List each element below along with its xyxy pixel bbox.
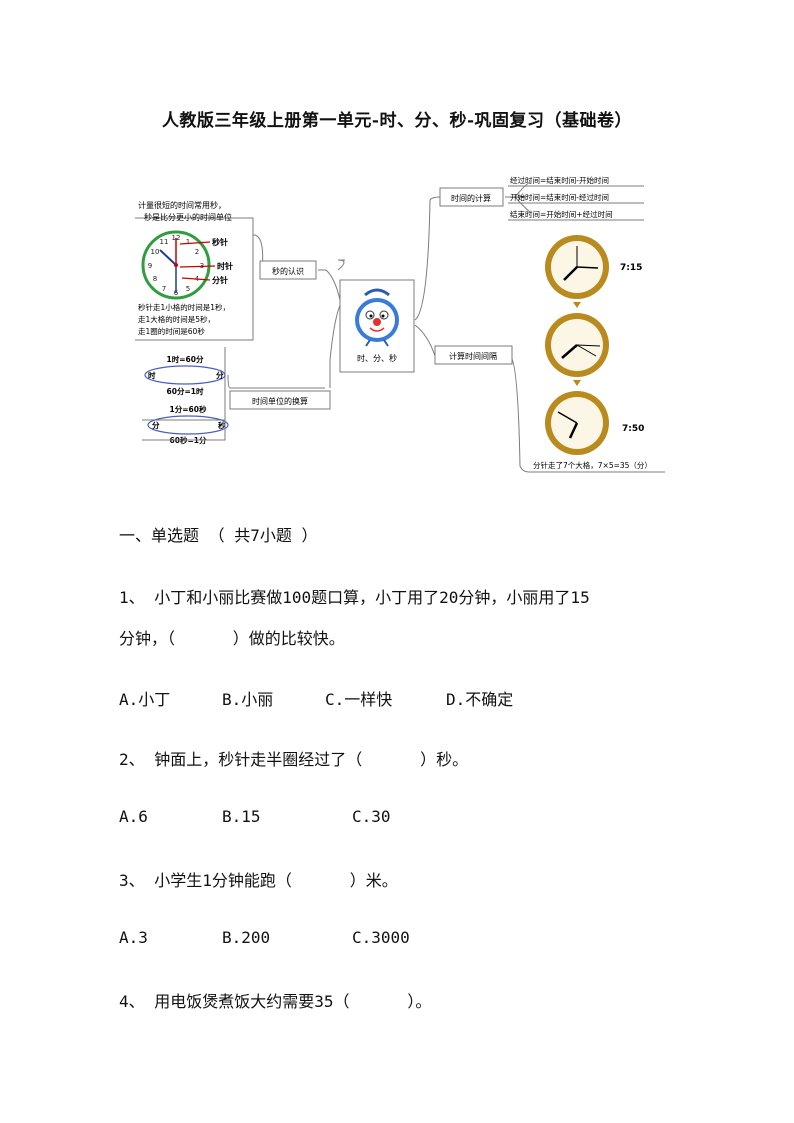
svg-text:10: 10 [151, 248, 160, 256]
question-1-line-2: 分钟，（ ）做的比较快。 [119, 629, 345, 648]
q3-option-c[interactable]: C.3000 [352, 928, 410, 947]
time-start: 7:15 [620, 263, 642, 273]
svg-text:2: 2 [195, 248, 199, 256]
second-note-bottom-2: 走1大格的时间是5秒， [138, 314, 215, 324]
svg-text:7: 7 [162, 285, 166, 293]
calc-branch-label: 时间的计算 [451, 193, 491, 203]
clock-middle-icon [545, 313, 609, 386]
svg-text:5: 5 [186, 285, 190, 293]
minute-second-top: 1分=60秒 [170, 404, 207, 414]
second-unit: 秒 [218, 420, 226, 430]
conversion-branch-label: 时间单位的换算 [252, 396, 308, 406]
hour-hand-label: 时针 [217, 261, 233, 271]
svg-text:1: 1 [186, 238, 190, 246]
conversion-branch: 1时=60分 时 分 60分=1时 1分=60秒 分 秒 60秒=1分 时间单位… [142, 347, 331, 445]
q2-option-c[interactable]: C.30 [352, 807, 391, 826]
question-3: 3、 小学生1分钟能跑（ ）米。 [119, 871, 398, 890]
q1-option-b[interactable]: B.小丽 [222, 690, 274, 709]
section-heading: 一、单选题 （ 共7小题 ） [119, 526, 318, 545]
q2-option-a[interactable]: A.6 [119, 807, 148, 826]
second-note-top-2: 秒是比分更小的时间单位 [144, 212, 232, 222]
second-note-bottom-1: 秒针走1小格的时间是1秒， [138, 302, 230, 312]
clock-end-icon [545, 391, 609, 455]
second-note-bottom-3: 走1圈的时间是60秒 [138, 326, 205, 336]
second-hand-label: 秒针 [212, 237, 228, 247]
formula-start: 开始时间=结束时间-经过时间 [510, 192, 609, 202]
q3-option-a[interactable]: A.3 [119, 928, 148, 947]
time-end: 7:50 [622, 424, 644, 434]
calc-branch: 时间的计算 经过时间=结束时间-开始时间 开始时间=结束时间-经过时间 结束时间… [439, 175, 644, 221]
hour-minute-top: 1时=60分 [167, 354, 204, 364]
center-label: 时、分、秒 [357, 353, 397, 363]
clock-start-icon [545, 235, 609, 308]
minute-unit: 分 [216, 370, 224, 380]
hour-unit: 时 [148, 370, 156, 380]
mind-map: 计量很短的时间常用秒， 秒是比分更小的时间单位 1212 345 678 910… [135, 175, 665, 473]
minute-hand-label: 分针 [212, 275, 228, 285]
second-branch: 计量很短的时间常用秒， 秒是比分更小的时间单位 1212 345 678 910… [135, 200, 317, 341]
center-node: 时、分、秒 [339, 279, 415, 373]
svg-text:11: 11 [160, 238, 169, 246]
svg-text:9: 9 [148, 262, 152, 270]
interval-branch-label: 计算时间间隔 [449, 351, 497, 361]
minute-unit-2: 分 [152, 420, 160, 430]
question-2: 2、 钟面上，秒针走半圈经过了（ ）秒。 [119, 750, 469, 769]
hour-minute-bottom: 60分=1时 [167, 386, 204, 396]
alarm-clock-icon [355, 288, 399, 347]
page-title: 人教版三年级上册第一单元-时、分、秒-巩固复习（基础卷） [161, 111, 633, 131]
second-note-top-1: 计量很短的时间常用秒， [138, 200, 226, 210]
formula-elapsed: 经过时间=结束时间-开始时间 [510, 175, 609, 185]
q1-option-c[interactable]: C.一样快 [325, 690, 393, 709]
question-1-line-1: 1、 小丁和小丽比赛做100题口算，小丁用了20分钟，小丽用了15 [119, 588, 590, 607]
q2-option-b[interactable]: B.15 [222, 807, 261, 826]
formula-end: 结束时间=开始时间+经过时间 [510, 209, 613, 219]
q1-option-a[interactable]: A.小丁 [119, 690, 171, 709]
second-branch-label: 秒的认识 [272, 266, 304, 276]
question-4: 4、 用电饭煲煮饭大约需要35（ ）。 [119, 992, 432, 1011]
interval-note: 分针走了7个大格，7×5=35（分） [533, 460, 652, 470]
interval-branch: 计算时间间隔 7:15 7:50 分针走了7个大格，7×5=35（分） [434, 235, 652, 470]
q3-option-b[interactable]: B.200 [222, 928, 271, 947]
svg-text:8: 8 [153, 275, 157, 283]
q1-option-d[interactable]: D.不确定 [446, 690, 514, 709]
